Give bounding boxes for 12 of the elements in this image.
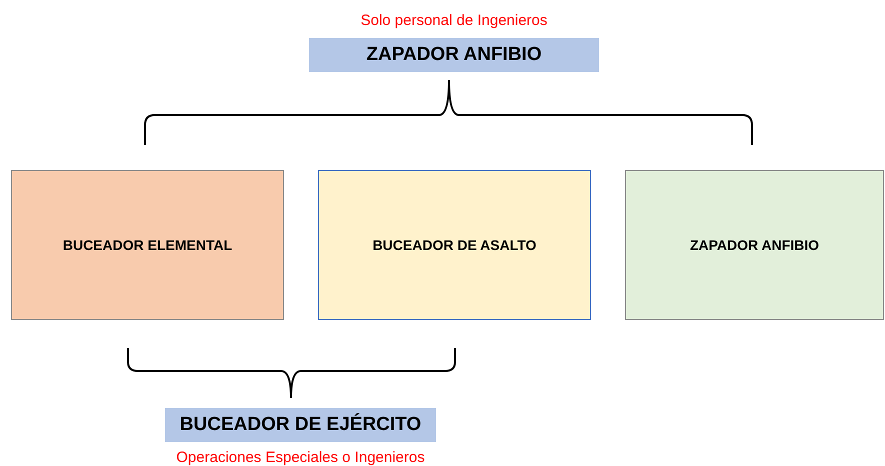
label-box — [11, 170, 284, 320]
note-text: Solo personal de Ingenieros — [360, 12, 548, 29]
label-box — [625, 170, 884, 320]
label-box — [165, 408, 436, 442]
label-box — [318, 170, 591, 320]
box-label: ZAPADOR ANFIBIO — [366, 44, 542, 66]
box-label: BUCEADOR DE EJÉRCITO — [180, 414, 422, 436]
box-label: BUCEADOR DE ASALTO — [372, 237, 536, 253]
box-label: ZAPADOR ANFIBIO — [690, 237, 820, 253]
label-box — [309, 38, 599, 72]
note-text: Operaciones Especiales o Ingenieros — [175, 449, 426, 466]
box-label: BUCEADOR ELEMENTAL — [62, 237, 232, 253]
